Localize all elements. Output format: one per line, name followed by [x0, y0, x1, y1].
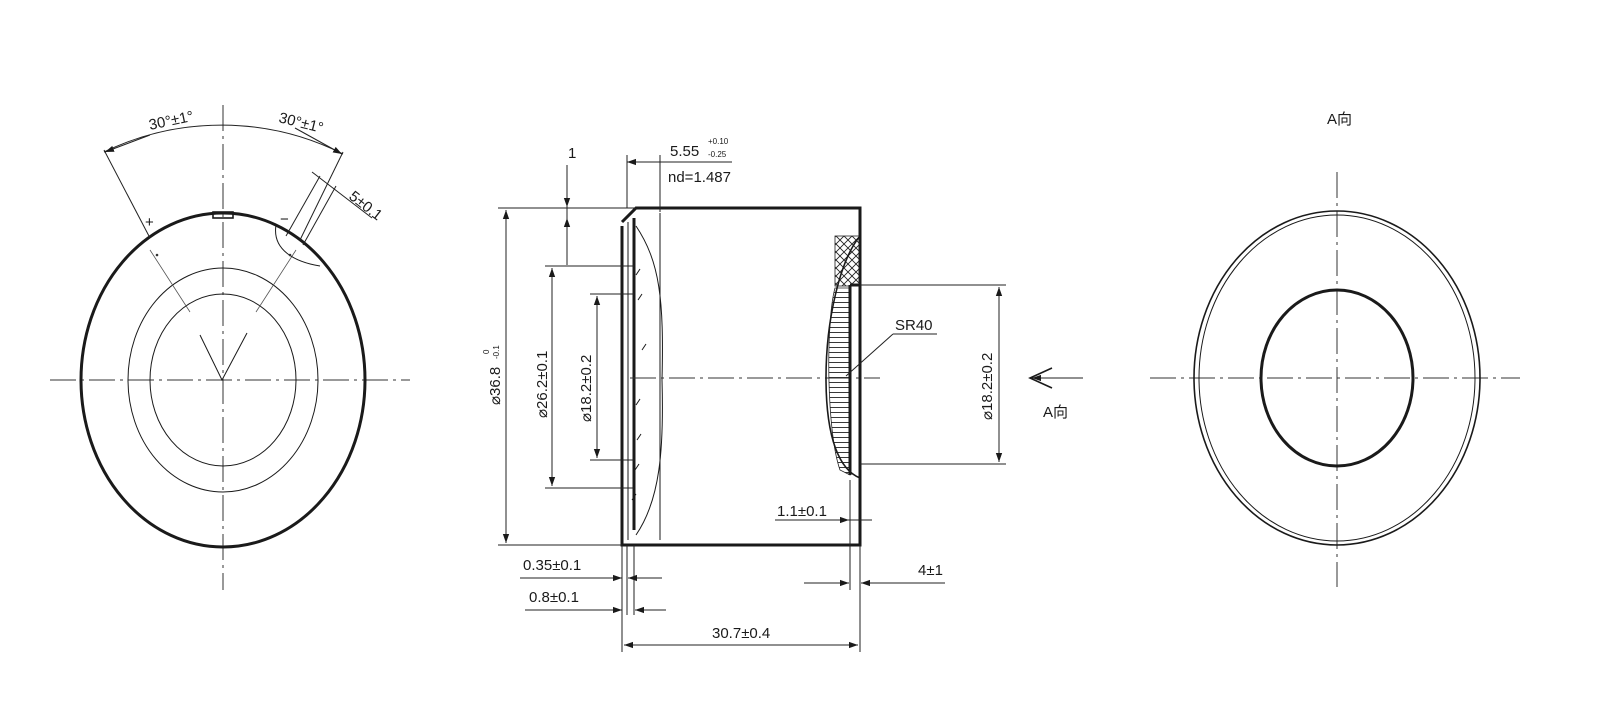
right-outer-ellipse-inner	[1198, 214, 1476, 542]
left-dot-left	[155, 253, 159, 257]
view-arrow-label: A向	[1043, 404, 1068, 421]
left-angle-arrow-b	[294, 127, 343, 155]
right-a-view: A向	[1150, 111, 1520, 587]
left-dot-right	[288, 253, 292, 257]
section-sr-hatch	[828, 287, 851, 476]
section-body-outline	[620, 206, 862, 547]
left-minus-mark: −	[280, 211, 289, 228]
dim-18l-label: ⌀18.2±0.2	[578, 355, 595, 422]
left-slot-cutout	[275, 224, 321, 267]
dim-36-upper-tol: 0	[482, 349, 491, 354]
section-front-marks	[631, 268, 647, 501]
sr40-leader	[845, 333, 894, 377]
left-slot-width-label: 5±0.1	[346, 188, 386, 224]
section-front-lens-curve	[635, 225, 663, 536]
dim-08-label: 0.8±0.1	[529, 589, 579, 606]
left-slot-leader-a	[285, 175, 321, 237]
dim-36-label: ⌀36.8	[487, 367, 504, 405]
dim-555-upper-tol: +0.10	[708, 137, 729, 146]
left-end-view: 30°±1° 30°±1° 5±0.1 + −	[50, 105, 410, 590]
dim-18r-label: ⌀18.2±0.2	[979, 353, 996, 420]
dim-307-label: 30.7±0.4	[712, 625, 770, 642]
dim-4-label: 4±1	[918, 562, 943, 579]
left-radial-line-right	[255, 249, 297, 313]
left-angle-arc	[103, 124, 344, 155]
section-view: 1 5.55 +0.10 -0.25 nd=1.487 ⌀36.8 0 -0.1…	[482, 137, 1083, 652]
left-radial-line-left	[149, 249, 191, 313]
right-outer-ellipse	[1193, 210, 1481, 546]
dim-555-main: 5.55	[670, 143, 699, 160]
dim-36-lower-tol: -0.1	[492, 345, 501, 359]
right-inner-ellipse	[1259, 288, 1415, 468]
dim-1-label: 1	[568, 145, 576, 162]
left-slot-dim-line	[311, 171, 373, 219]
view-arrow-head	[1028, 367, 1053, 389]
right-view-title: A向	[1327, 111, 1352, 128]
left-angle-ext-right	[299, 151, 344, 241]
left-outer-ellipse	[79, 211, 367, 549]
left-angle-ext-left	[103, 149, 151, 239]
left-v-mark	[199, 332, 248, 382]
left-inner-ellipse	[149, 293, 297, 467]
left-slot-leader-b	[302, 185, 337, 246]
refractive-index-label: nd=1.487	[668, 169, 731, 186]
dim-11-label: 1.1±0.1	[777, 503, 827, 520]
dim-555-lower-tol: -0.25	[708, 150, 727, 159]
dim-035-label: 0.35±0.1	[523, 557, 581, 574]
left-angle-arrow-a	[104, 134, 151, 153]
left-top-notch	[212, 211, 234, 219]
section-sr40-curve	[825, 235, 861, 479]
sr40-label: SR40	[895, 317, 933, 334]
left-plus-mark: +	[145, 214, 154, 231]
left-middle-ellipse	[127, 267, 319, 493]
dim-26-label: ⌀26.2±0.1	[534, 351, 551, 418]
